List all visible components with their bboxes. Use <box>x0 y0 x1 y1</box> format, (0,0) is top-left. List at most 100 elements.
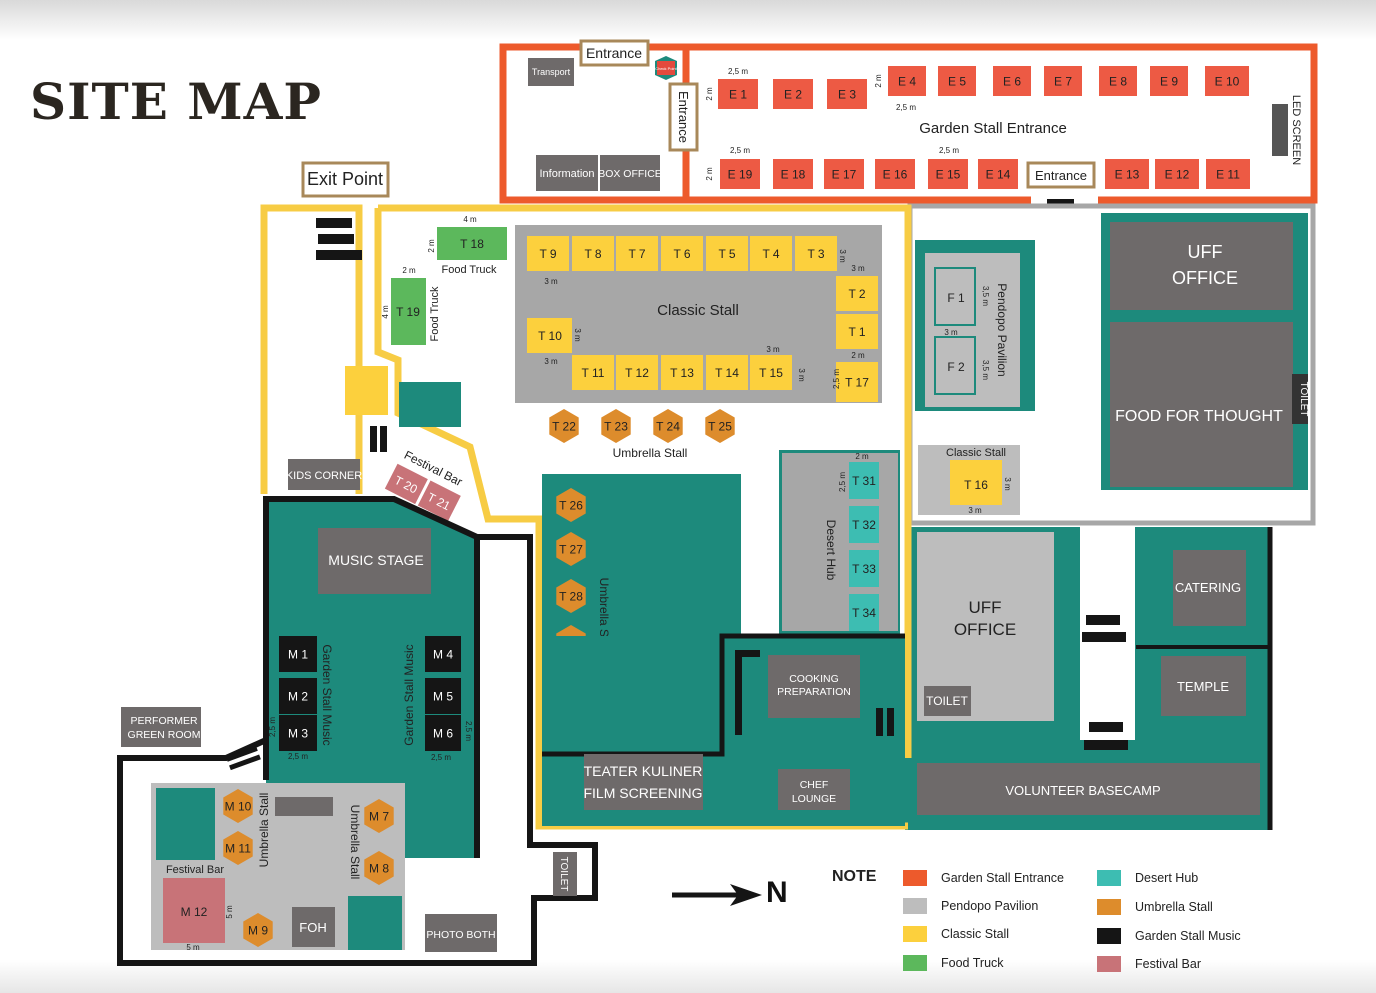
stall-e3-box[interactable] <box>827 79 867 109</box>
stall-e15-box[interactable] <box>928 159 968 189</box>
stall-e9[interactable]: E 9 <box>1150 66 1188 96</box>
stall-e14-box[interactable] <box>978 159 1018 189</box>
stall-e11[interactable]: E 11 <box>1206 159 1250 189</box>
stall-e13-box[interactable] <box>1105 159 1149 189</box>
stall-t2[interactable]: T 2 <box>836 276 878 311</box>
stall-e9-box[interactable] <box>1150 66 1188 96</box>
stall-m9-hex[interactable] <box>243 913 273 947</box>
stall-m10[interactable]: M 10 <box>223 789 253 823</box>
stall-t27-hex[interactable] <box>556 532 586 566</box>
stall-m7[interactable]: M 7 <box>364 799 394 833</box>
stall-t14[interactable]: T 14 <box>706 355 748 390</box>
stall-t17[interactable]: T 17 <box>836 362 878 402</box>
stall-e16[interactable]: E 16 <box>875 159 915 189</box>
stall-e13[interactable]: E 13 <box>1105 159 1149 189</box>
stall-m6-box[interactable] <box>425 715 461 751</box>
stall-m11-hex[interactable] <box>223 831 253 865</box>
stall-t23[interactable]: T 23 <box>601 409 631 443</box>
stall-m2-box[interactable] <box>279 678 317 714</box>
stall-e11-box[interactable] <box>1206 159 1250 189</box>
stall-t24[interactable]: T 24 <box>653 409 683 443</box>
stall-t17-box[interactable] <box>836 362 878 402</box>
stall-m4[interactable]: M 4 <box>425 636 461 672</box>
t19-food-truck[interactable] <box>391 278 426 345</box>
stall-t2-box[interactable] <box>836 276 878 311</box>
stall-t25-hex[interactable] <box>705 409 735 443</box>
stall-m10-hex[interactable] <box>223 789 253 823</box>
stall-e7[interactable]: E 7 <box>1044 66 1082 96</box>
stall-t3[interactable]: T 3 <box>795 236 837 271</box>
stall-t22[interactable]: T 22 <box>549 409 579 443</box>
exit-point[interactable] <box>301 161 390 198</box>
entrance-vertical[interactable] <box>668 82 699 152</box>
stall-e15[interactable]: E 15 <box>928 159 968 189</box>
stall-m5-box[interactable] <box>425 678 461 714</box>
stall-m6[interactable]: M 6 <box>425 715 461 751</box>
stall-t9[interactable]: T 9 <box>527 236 569 271</box>
stall-e3[interactable]: E 3 <box>827 79 867 109</box>
stall-m11[interactable]: M 11 <box>223 831 253 865</box>
stall-e10-box[interactable] <box>1205 66 1249 96</box>
stall-e17[interactable]: E 17 <box>824 159 864 189</box>
stall-t32[interactable]: T 32 <box>849 506 879 543</box>
stall-e19-box[interactable] <box>720 159 760 189</box>
stall-t23-hex[interactable] <box>601 409 631 443</box>
stall-e18[interactable]: E 18 <box>773 159 813 189</box>
stall-m8[interactable]: M 8 <box>364 851 394 885</box>
stall-m2[interactable]: M 2 <box>279 678 317 714</box>
stall-m5[interactable]: M 5 <box>425 678 461 714</box>
stall-e16-box[interactable] <box>875 159 915 189</box>
stall-m3-box[interactable] <box>279 715 317 751</box>
stall-e2-box[interactable] <box>773 79 813 109</box>
stall-t28-hex[interactable] <box>556 579 586 613</box>
f2-stall[interactable] <box>934 336 976 395</box>
stall-e2[interactable]: E 2 <box>773 79 813 109</box>
stall-t34-box[interactable] <box>849 594 879 631</box>
stall-e4[interactable]: E 4 <box>888 66 926 96</box>
stall-e4-box[interactable] <box>888 66 926 96</box>
stall-t6-box[interactable] <box>661 236 703 271</box>
entrance-mid[interactable] <box>1026 161 1096 189</box>
stall-e1[interactable]: E 1 <box>718 79 758 109</box>
stall-e6-box[interactable] <box>993 66 1031 96</box>
stall-e6[interactable]: E 6 <box>993 66 1031 96</box>
stall-e5[interactable]: E 5 <box>938 66 976 96</box>
stall-t7-box[interactable] <box>616 236 658 271</box>
stall-t14-box[interactable] <box>706 355 748 390</box>
stall-t5-box[interactable] <box>706 236 748 271</box>
t10-stall[interactable] <box>527 318 572 353</box>
stall-t12-box[interactable] <box>616 355 658 390</box>
stall-e8[interactable]: E 8 <box>1099 66 1137 96</box>
stall-e17-box[interactable] <box>824 159 864 189</box>
stall-m1[interactable]: M 1 <box>279 636 317 672</box>
stall-t25[interactable]: T 25 <box>705 409 735 443</box>
stall-t1[interactable]: T 1 <box>836 314 878 349</box>
stall-t4-box[interactable] <box>750 236 792 271</box>
stall-t6[interactable]: T 6 <box>661 236 703 271</box>
stall-t26[interactable]: T 26 <box>556 488 586 522</box>
stall-t13[interactable]: T 13 <box>661 355 703 390</box>
stall-e7-box[interactable] <box>1044 66 1082 96</box>
stall-e5-box[interactable] <box>938 66 976 96</box>
stall-e12-box[interactable] <box>1155 159 1199 189</box>
t16-stall[interactable] <box>950 460 1002 505</box>
m12-stall[interactable] <box>163 878 225 943</box>
stall-t26-hex[interactable] <box>556 488 586 522</box>
stall-t11[interactable]: T 11 <box>572 355 614 390</box>
stall-t5[interactable]: T 5 <box>706 236 748 271</box>
stall-e19[interactable]: E 19 <box>720 159 760 189</box>
stall-t12[interactable]: T 12 <box>616 355 658 390</box>
stall-t15[interactable]: T 15 <box>750 355 792 390</box>
stall-t28[interactable]: T 28 <box>556 579 586 613</box>
stall-t31[interactable]: T 31 <box>849 462 879 499</box>
stall-e10[interactable]: E 10 <box>1205 66 1249 96</box>
stall-e8-box[interactable] <box>1099 66 1137 96</box>
entrance-top[interactable] <box>579 39 650 67</box>
stall-t1-box[interactable] <box>836 314 878 349</box>
stall-m1-box[interactable] <box>279 636 317 672</box>
stall-t24-hex[interactable] <box>653 409 683 443</box>
stall-m9[interactable]: M 9 <box>243 913 273 947</box>
stall-e18-box[interactable] <box>773 159 813 189</box>
stall-t34[interactable]: T 34 <box>849 594 879 631</box>
stall-e14[interactable]: E 14 <box>978 159 1018 189</box>
